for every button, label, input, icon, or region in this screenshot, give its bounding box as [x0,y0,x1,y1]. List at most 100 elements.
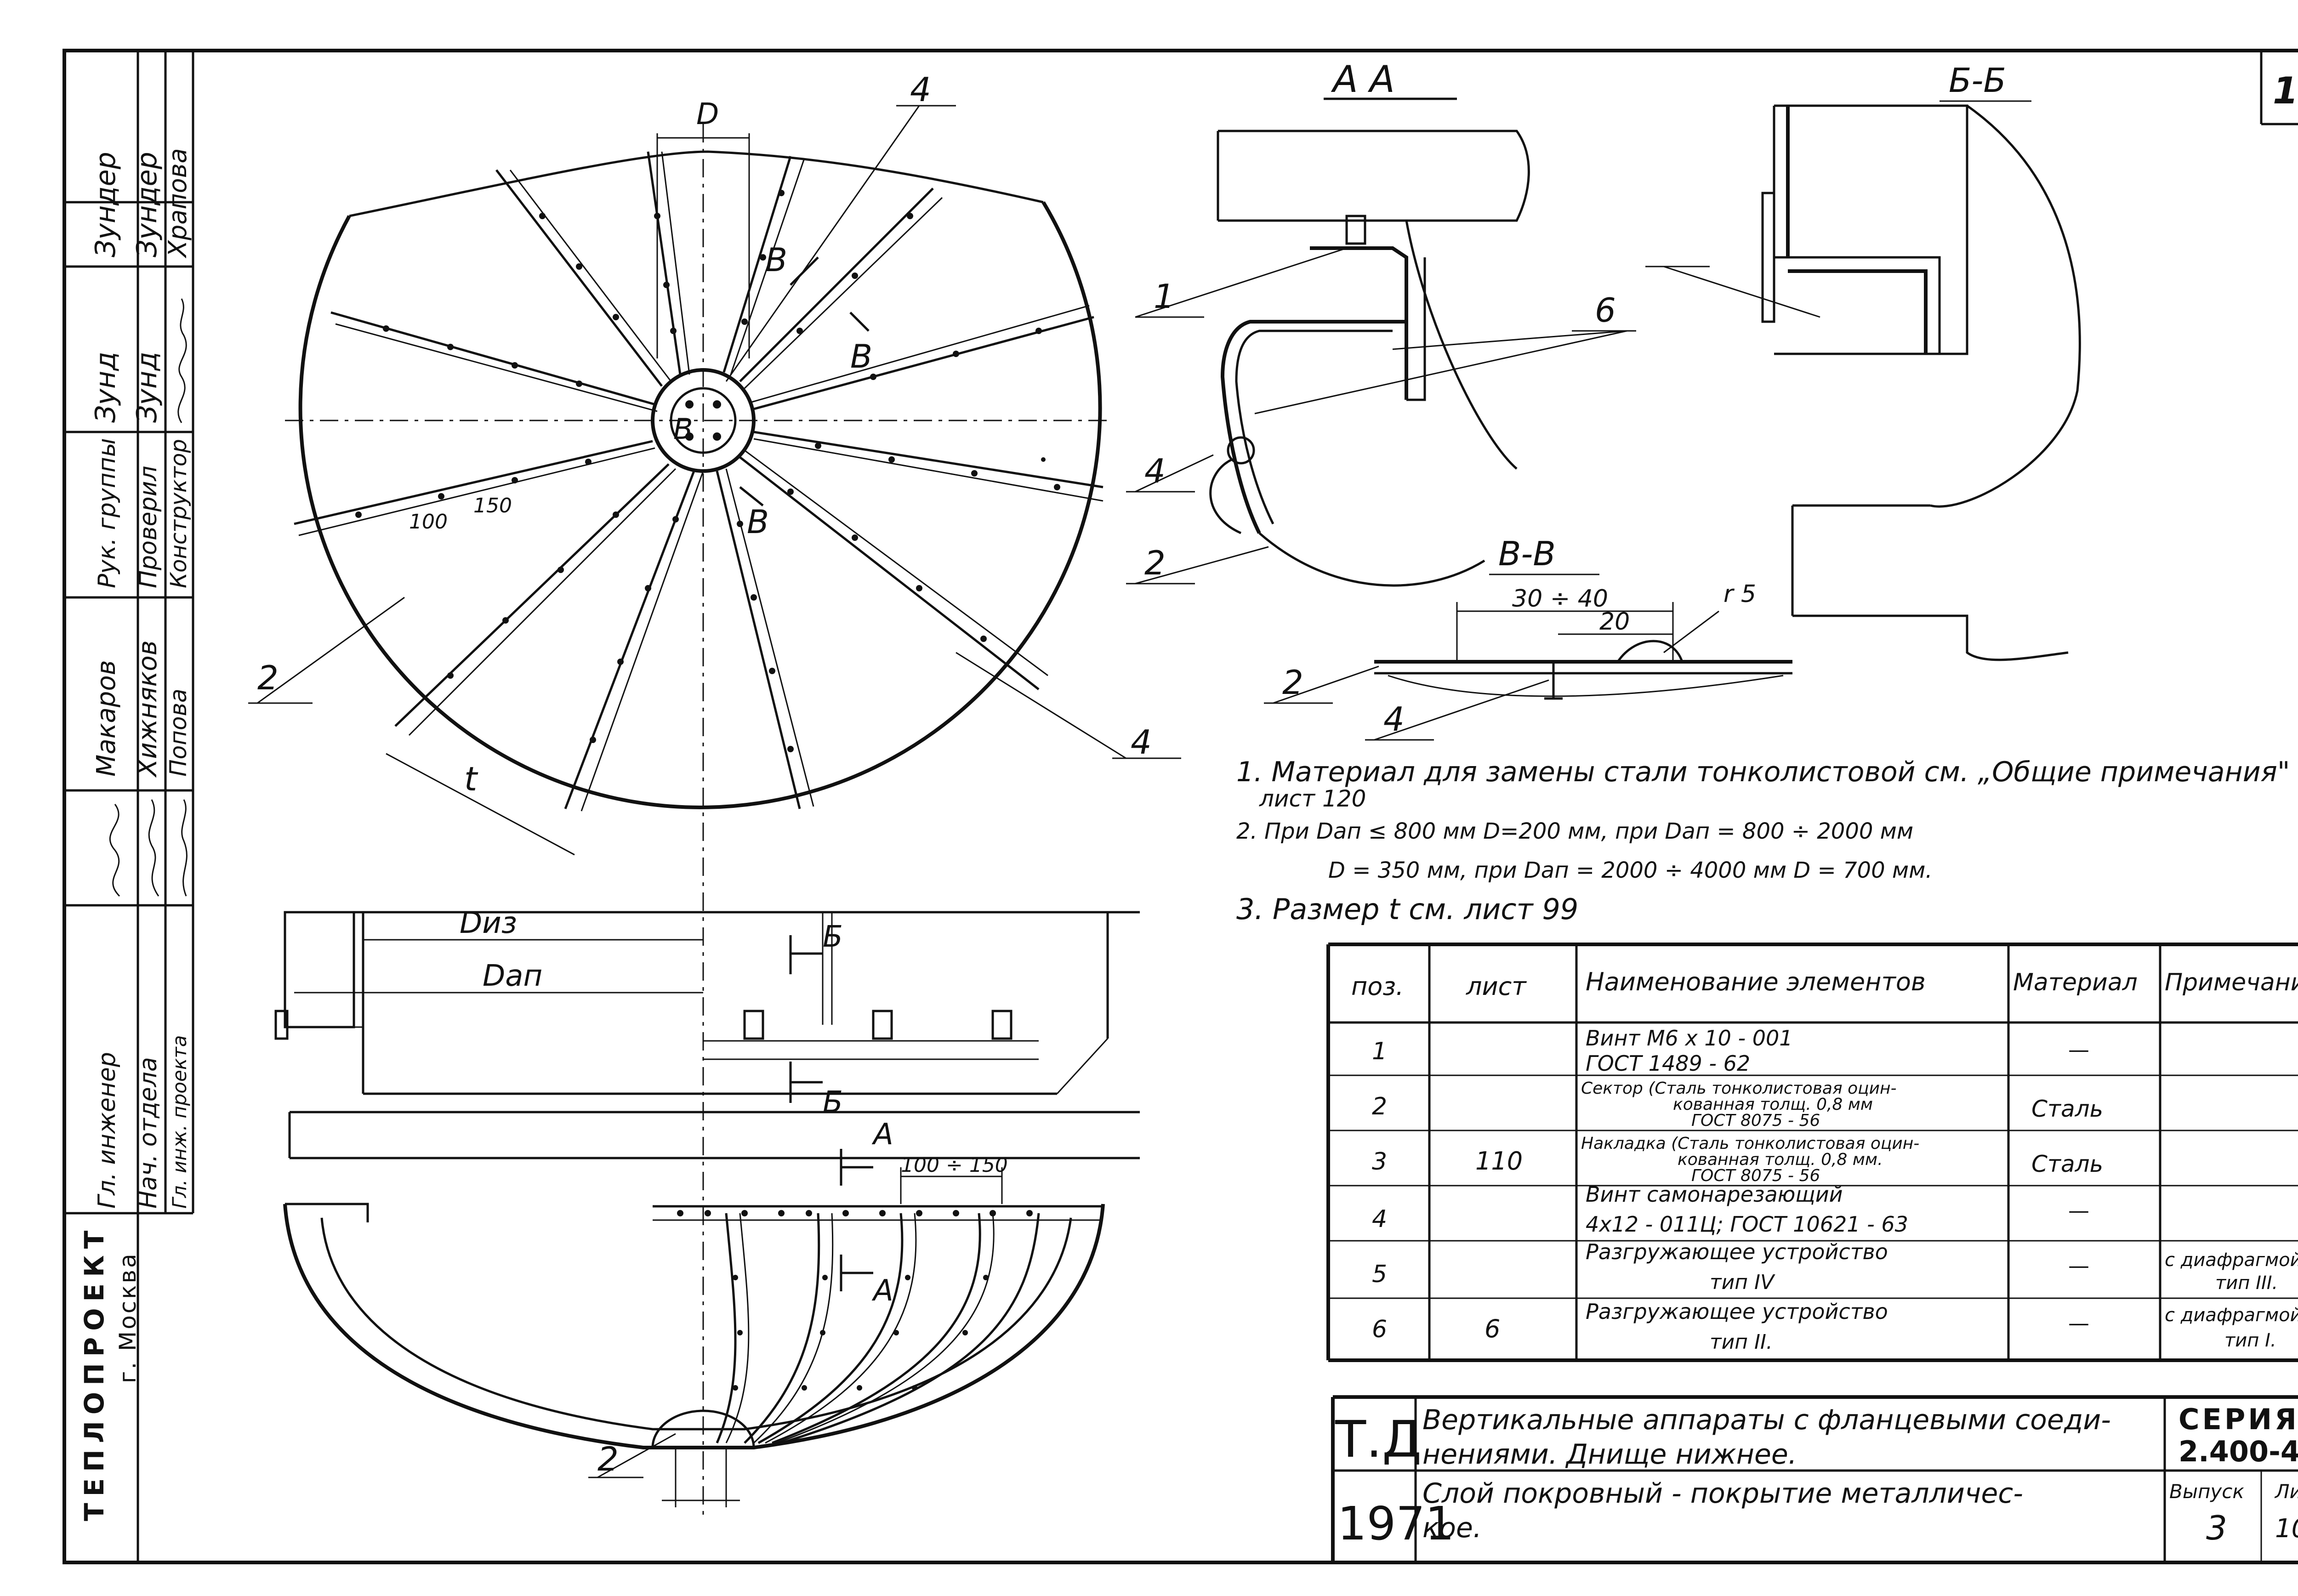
row-4-pos: 4 [1372,1205,1387,1233]
row-6-name-2: тип II. [1710,1330,1773,1354]
row-5-name-2: тип IV [1710,1271,1775,1294]
callout-2-elevation: 2 [597,1440,619,1478]
th-pos: поз. [1351,972,1404,1001]
org-name: ТЕПЛОПРОЕКТ [79,1224,110,1521]
elevation-mark-a-2: А [871,1274,893,1308]
th-material: Материал [2013,969,2138,996]
callout-2-vv: 2 [1282,663,1303,702]
vv-dim-30-40: 30 ÷ 40 [1512,585,1608,613]
th-sheet: лист [1466,972,1527,1001]
row-2-material: Сталь [2031,1096,2103,1122]
row-3-name-3: ГОСТ 8075 - 56 [1691,1166,1820,1185]
title-line-1: Вертикальные аппараты с фланцевыми соеди… [1422,1404,2111,1436]
plan-mark-v-1: В [765,241,787,279]
signature-zund-1: Зунд [90,352,122,423]
vv-dim-r5: r 5 [1724,580,1756,608]
row-3-name-1: Накладка (Сталь тонколистовая оцин- [1581,1134,1919,1153]
section-aa-title: А А [1331,58,1395,101]
title-block: Т.Д 1971 Вертикальные аппараты с фланцев… [1331,1395,2298,1562]
elevation-dap: Dап [483,959,542,993]
row-2-name-3: ГОСТ 8075 - 56 [1691,1111,1820,1130]
section-bb-title: Б-Б [1949,61,2006,100]
plan-mark-v-2: В [850,338,872,375]
title-line-3: Слой покровный - покрытие металличес- [1422,1477,2023,1510]
vv-dim-20: 20 [1599,608,1630,636]
note-2: 2. При Dап ≤ 800 мм D=200 мм, при Dап = … [1236,818,1913,844]
section-bb: Б-Б [1645,61,2081,661]
sheet-frame [63,49,2298,1564]
row-3-name-2: кованная толщ. 0,8 мм. [1678,1150,1883,1169]
plan-dim-100: 100 [409,510,448,534]
plan-view-bottom-head: D t 100 150 В В В В 4 2 4 [248,70,1181,1516]
row-6-name-1: Разгружающее устройство [1586,1299,1888,1324]
row-6-pos: 6 [1372,1316,1387,1343]
row-6-sheet: 6 [1485,1314,1500,1343]
plan-outer-circle [298,201,1102,809]
row-3-pos: 3 [1372,1148,1387,1176]
elevation-mark-a-1: А [871,1118,893,1152]
callout-4-vv: 4 [1383,700,1405,738]
elevation-mark-b-2: Б [823,1085,843,1119]
elevation-mark-b-1: Б [823,920,843,954]
row-6-note-2: тип I. [2224,1330,2276,1351]
row-5-material: — [2068,1253,2089,1278]
note-3: 3. Размер t см. лист 99 [1236,892,1578,926]
plan-mark-v-4: В [747,503,769,541]
spec-table: поз. лист Наименование элементов Материа… [1326,943,2298,1362]
title-line-2: нениями. Днище нижнее. [1422,1438,1797,1471]
sheet-value: 101 [2275,1514,2298,1544]
title-year: 1971 [1337,1497,1455,1551]
plan-dim-150: 150 [473,494,512,517]
callout-4-aa: 4 [1144,452,1166,490]
signature-block: Гл. инженер Нач. отдела Гл. инж. проекта… [64,51,194,1562]
signature-squiggle-4 [181,799,188,897]
signature-zund-2: Зунд [131,352,163,423]
sheet-number-box: 110 [2260,51,2298,125]
row-2-name-1: Сектор (Сталь тонколистовая оцин- [1581,1079,1897,1098]
series-label: СЕРИЯ [2179,1403,2298,1436]
signature-squiggle-2 [109,804,120,897]
series-value: 2.400-4 [2179,1435,2298,1468]
plan-mark-v-3: В [673,412,693,446]
section-vv: В-В 30 ÷ 40 20 r 5 2 4 [1264,534,1792,741]
row-4-name-1: Винт самонарезающий [1586,1182,1843,1207]
callout-2-plan: 2 [257,659,279,697]
role-designer: Конструктор [166,439,192,588]
callout-2-aa: 2 [1144,544,1166,582]
sheet-label: Лист [2274,1480,2298,1503]
section-vv-title: В-В [1498,534,1556,573]
notes: 1. Материал для замены стали тонколистов… [1236,756,2290,926]
role-checked: Проверил [135,466,162,588]
checker-khrapova: Храпова [163,148,192,259]
note-2b: D = 350 мм, при Dап = 2000 ÷ 4000 мм D =… [1328,858,1933,883]
name-popova: Попова [165,688,192,777]
row-1-name-1: Винт М6 х 10 - 001 [1586,1026,1793,1051]
elevation-view: Dиз Dап Б Б А А 100 ÷ 150 2 [274,906,1140,1507]
role-group-lead: Рук. группы [93,438,121,588]
row-3-material: Сталь [2031,1151,2103,1177]
row-6-material: — [2068,1311,2089,1335]
section-aa: А А 1 6 4 2 [1126,58,1636,587]
sheet-number: 110 [2273,69,2298,112]
row-5-note-2: тип III. [2215,1272,2278,1294]
elevation-dim-100-150: 100 ÷ 150 [901,1153,1008,1177]
row-2-name-2: кованная толщ. 0,8 мм [1673,1095,1873,1114]
role-chief-engineer: Гл. инженер [93,1052,121,1209]
role-head-department: Нач. отдела [135,1057,162,1209]
elevation-dish-outer [283,1204,1105,1449]
elevation-diz: Dиз [460,906,517,940]
callout-1: 1 [1154,277,1175,316]
callout-4-right: 4 [1131,723,1152,761]
row-4-material: — [2068,1198,2089,1223]
signature-squiggle-3 [148,799,159,897]
note-1b: лист 120 [1259,785,1366,812]
row-4-name-2: 4х12 - 011Ц; ГОСТ 10621 - 63 [1586,1212,1908,1237]
plan-dim-t: t [464,760,478,798]
name-khizhnyakov: Хижняков [133,640,163,778]
row-1-material: — [2068,1037,2089,1062]
row-5-pos: 5 [1372,1261,1387,1288]
row-5-name-1: Разгружающее устройство [1586,1239,1888,1264]
row-1-name-2: ГОСТ 1489 - 62 [1586,1051,1750,1076]
plan-dim-d: D [696,97,719,131]
checker-zunder-1: Зундер [90,152,122,257]
